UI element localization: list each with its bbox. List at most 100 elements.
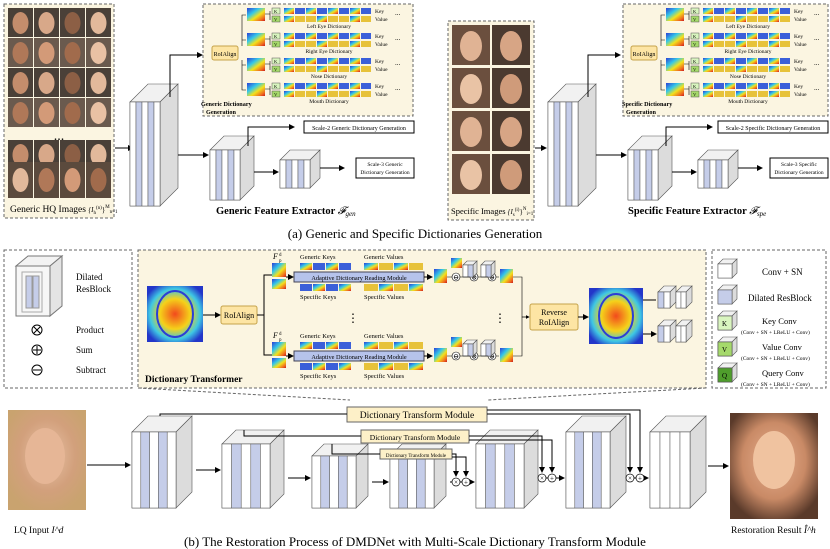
key-tile	[306, 33, 316, 39]
key-tile	[758, 33, 768, 39]
generic-images-label: Generic HQ Images {Ih(n)}Mn=1	[10, 205, 118, 216]
fd-crop	[272, 342, 286, 356]
key-tile	[769, 8, 779, 14]
encoder-stage-2-layer	[260, 443, 271, 509]
dtm-label-1: Dictionary Transform Module	[360, 410, 475, 421]
extractor-stage-1	[129, 83, 179, 207]
value-tile	[736, 66, 746, 72]
value-tile	[350, 41, 360, 47]
key-tile	[780, 33, 790, 39]
key-tile	[747, 8, 757, 14]
out-crop	[500, 269, 513, 283]
key-word: Key	[375, 9, 384, 15]
value-tile	[317, 66, 327, 72]
dict-ellipsis: ...	[814, 84, 820, 92]
dtm2-out-2	[469, 439, 555, 473]
specific-thumb	[460, 160, 482, 190]
key-tile	[736, 33, 746, 39]
scale3-generic-label-2: Dictionary Generation	[360, 170, 410, 176]
extractor-stage-1-side	[159, 83, 179, 207]
dict-ellipsis: ...	[814, 9, 820, 17]
v-letter: V	[693, 67, 697, 72]
branch	[265, 61, 271, 70]
key-tile	[339, 58, 349, 64]
part-crop	[247, 33, 265, 46]
dtm3-out-2	[452, 456, 469, 477]
result-label: Restoration Result Î^h	[731, 524, 816, 536]
key-tile	[747, 83, 757, 89]
value-word: Value	[794, 92, 807, 98]
dtm1-out	[487, 413, 633, 473]
specific-value-tile	[394, 284, 408, 291]
face-thumb	[64, 72, 81, 94]
value-tile	[747, 91, 757, 97]
extractor-stage-2-layer	[209, 149, 217, 201]
skip-e2-dtm2	[243, 430, 361, 437]
generic-key-tile	[326, 263, 338, 270]
specific-thumb	[500, 31, 522, 61]
generic-key-tile	[300, 342, 312, 349]
extractor-stage-1-side	[577, 83, 597, 207]
dtm1-sum-symbol: +	[638, 475, 642, 483]
roialign-label-specific: RoIAlign	[633, 52, 656, 58]
fs-crop	[434, 348, 447, 362]
branch	[684, 61, 690, 70]
extractor-stage-2-layer	[227, 149, 235, 201]
part-crop	[247, 83, 265, 96]
value-tile	[295, 41, 305, 47]
dict-name: Left Eye Dictionary	[726, 23, 770, 30]
dtm1-out-2	[487, 409, 643, 473]
specific-dict-gen-label-1: Specific Dictionary	[622, 101, 673, 108]
specific-key-tile	[313, 363, 325, 370]
lq-face	[25, 428, 65, 484]
value-word: Value	[794, 67, 807, 73]
dtm2-product	[537, 473, 547, 483]
dict-ellipsis: ...	[395, 9, 401, 17]
value-conv-mini	[690, 40, 700, 48]
encoder-stage-2-layer	[250, 443, 261, 509]
encoder-stage-3-layer	[346, 455, 357, 509]
specific-value-tile	[394, 363, 408, 370]
key-tile	[306, 8, 316, 14]
legend-subtract: Subtract	[76, 365, 106, 375]
encoder-stage-2-layer	[221, 443, 232, 509]
extractor-stage-3-layer	[721, 159, 729, 189]
k-letter: K	[693, 59, 697, 64]
specific-key-tile	[339, 363, 351, 370]
arrow-stage2-to-scale2	[665, 124, 713, 146]
fd-crop-2	[272, 279, 286, 289]
mini-block-2-layer	[485, 264, 492, 278]
op-symbol: ⊕	[489, 353, 495, 361]
key-tile	[306, 58, 316, 64]
value-tile	[284, 91, 294, 97]
decoder-stage-1-layer	[416, 455, 426, 509]
mini-block-2-layer	[480, 343, 487, 357]
face-thumb	[64, 102, 81, 124]
face-thumb	[38, 102, 55, 124]
v-letter: V	[274, 17, 278, 22]
dict-ellipsis: ...	[814, 59, 820, 67]
key-tile	[328, 83, 338, 89]
extractor-stage-3-layer	[297, 159, 305, 189]
value-tile	[725, 66, 735, 72]
out-block-bot-layer	[663, 325, 671, 343]
specific-thumb	[500, 160, 522, 190]
value-tile	[747, 66, 757, 72]
decoder-stage-3-layer	[592, 431, 602, 509]
value-tile	[339, 41, 349, 47]
transformer-vdots-1: ⋮	[347, 311, 359, 325]
value-word: Value	[794, 42, 807, 48]
value-tile	[758, 66, 768, 72]
out-block-bot-2-layer	[675, 325, 682, 343]
scale3-generic-box	[355, 157, 415, 179]
value-tile	[758, 91, 768, 97]
key-word: Key	[375, 34, 384, 40]
v-letter: V	[693, 17, 697, 22]
encoder-stage-2-layer	[240, 443, 252, 509]
encoder-stage-1-layer	[158, 431, 168, 509]
specific-key-tile	[313, 284, 325, 291]
dict-ellipsis: ...	[395, 84, 401, 92]
feature-heatmap-input	[147, 286, 203, 342]
k-letter: K	[274, 59, 278, 64]
